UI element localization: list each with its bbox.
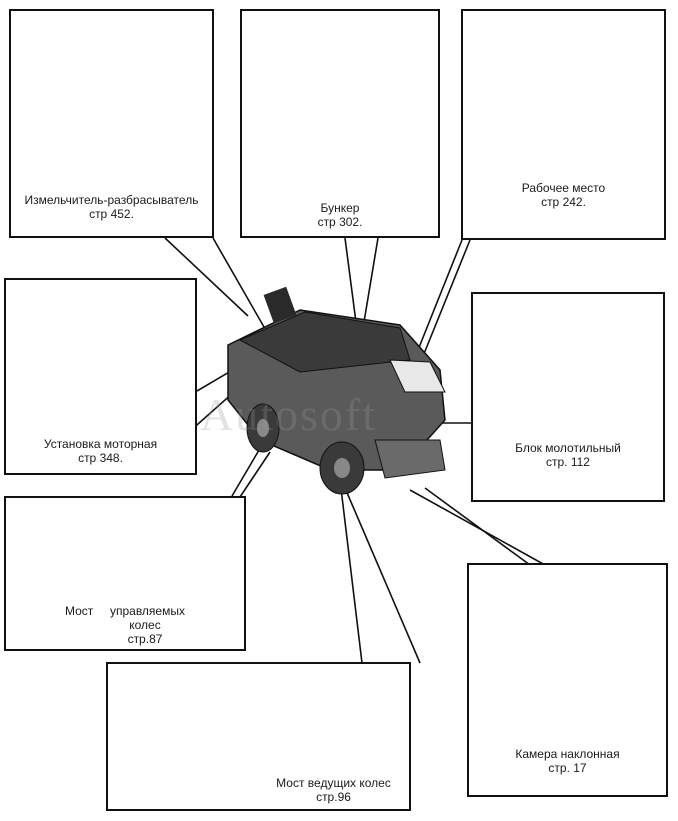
leader-shredder [164,237,249,317]
workplace-page: стр 242. [541,195,586,209]
panel-bunker[interactable]: Бункер стр 302. [240,9,440,238]
leader-drive [339,479,363,664]
steer-axle-page: стр.87 [127,632,163,646]
steer-axle-label-b: управляемых [109,604,185,618]
drive-axle-label: Мост ведущих колес [276,776,391,790]
panel-feeder[interactable]: Камера наклонная стр. 17 [467,563,668,797]
feeder-page: стр. 17 [548,761,587,775]
steer-axle-label-c: колес [129,618,161,632]
combine-harvester-illustration [227,286,446,495]
panel-steer-axle[interactable]: Мост управляемых колес стр.87 [4,496,246,651]
feeder-label: Камера наклонная [515,747,620,761]
leader-feeder-2 [409,489,546,566]
drive-axle-page: стр.96 [316,790,351,804]
leader-lines [164,237,546,664]
panel-shredder[interactable]: Измельчитель-разбрасыватель стр 452. [9,9,214,238]
workplace-label: Рабочее место [521,181,606,195]
panel-workplace[interactable]: Рабочее место стр 242. [461,9,666,240]
bunker-page: стр 302. [317,215,363,229]
panel-engine[interactable]: Установка моторная стр 348. [4,278,197,475]
thresher-page: стр. 112 [546,455,590,469]
steer-axle-label-a: Мост [65,604,94,618]
shredder-page: стр 452. [89,207,134,221]
leader-steer [231,444,263,497]
leader-drive-2 [344,487,421,664]
engine-page: стр 348. [78,451,123,465]
leader-bunker-2 [361,237,379,335]
leader-steer-2 [237,451,271,501]
bunker-label: Бункер [320,201,360,215]
panel-thresher[interactable]: Блок молотильный стр. 112 [471,292,665,502]
engine-label: Установка моторная [43,437,158,451]
shredder-label: Измельчитель-разбрасыватель [24,193,199,207]
watermark: Autosoft [200,389,377,440]
leader-bunker [344,237,358,331]
leader-feeder [424,487,531,566]
thresher-label: Блок молотильный [515,441,621,455]
leader-shredder-2 [212,237,269,335]
panel-drive-axle[interactable]: Мост ведущих колес стр.96 [106,662,411,811]
